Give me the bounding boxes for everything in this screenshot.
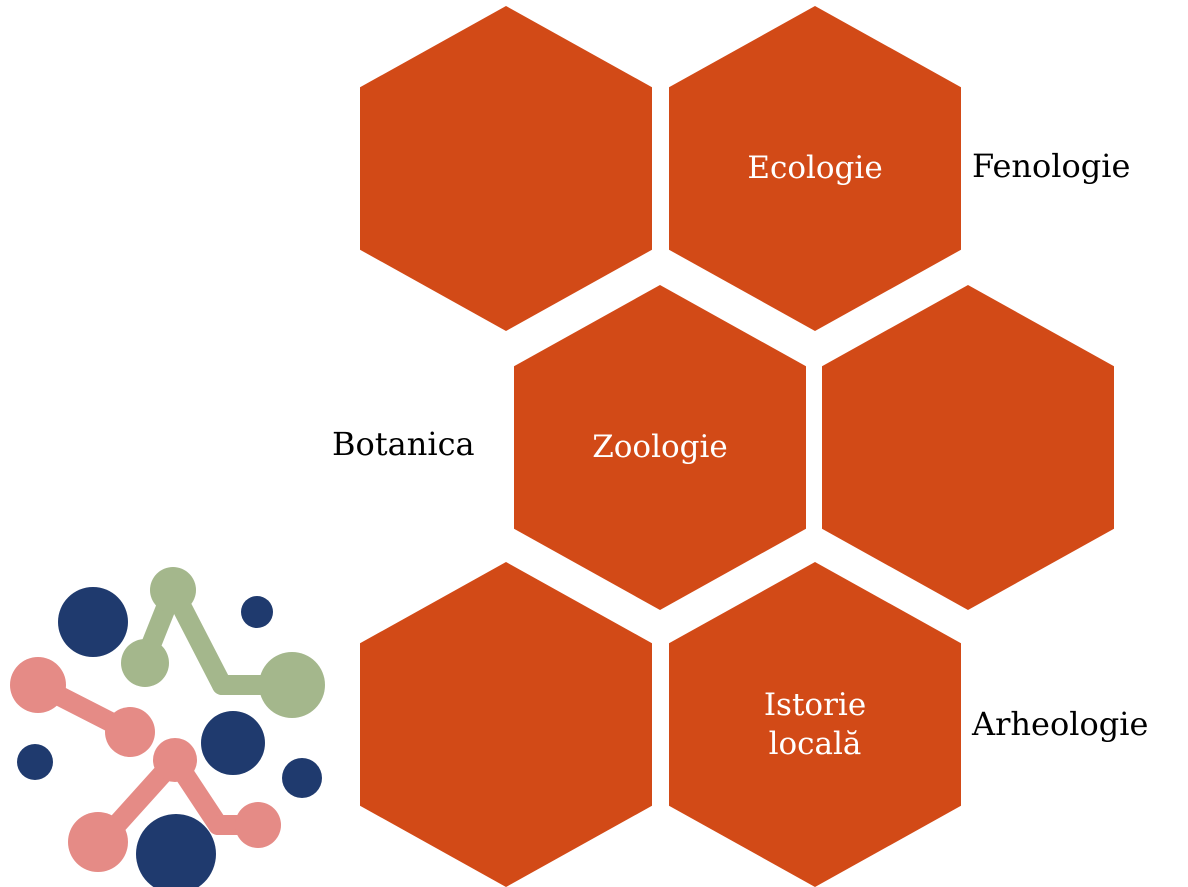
side-label-botanica: Botanica	[332, 425, 475, 463]
hexagon-istorie-locala: Istorie locală	[669, 562, 961, 887]
hexagon-bottom-left	[360, 562, 652, 887]
hexagon-label: Zoologie	[592, 429, 728, 466]
cropped-title-fragment	[338, 0, 618, 24]
side-label-arheologie: Arheologie	[972, 705, 1149, 743]
hexagon-ecologie: Ecologie	[669, 6, 961, 331]
hexagon-middle-right	[822, 285, 1114, 610]
hexagon-label: Istorie locală	[763, 686, 867, 762]
hexagon-label: Ecologie	[747, 150, 883, 187]
molecule-network-logo-icon	[10, 567, 325, 887]
hexagon-zoologie: Zoologie	[514, 285, 806, 610]
side-label-fenologie: Fenologie	[972, 147, 1131, 185]
hexagon-top-left	[360, 6, 652, 331]
